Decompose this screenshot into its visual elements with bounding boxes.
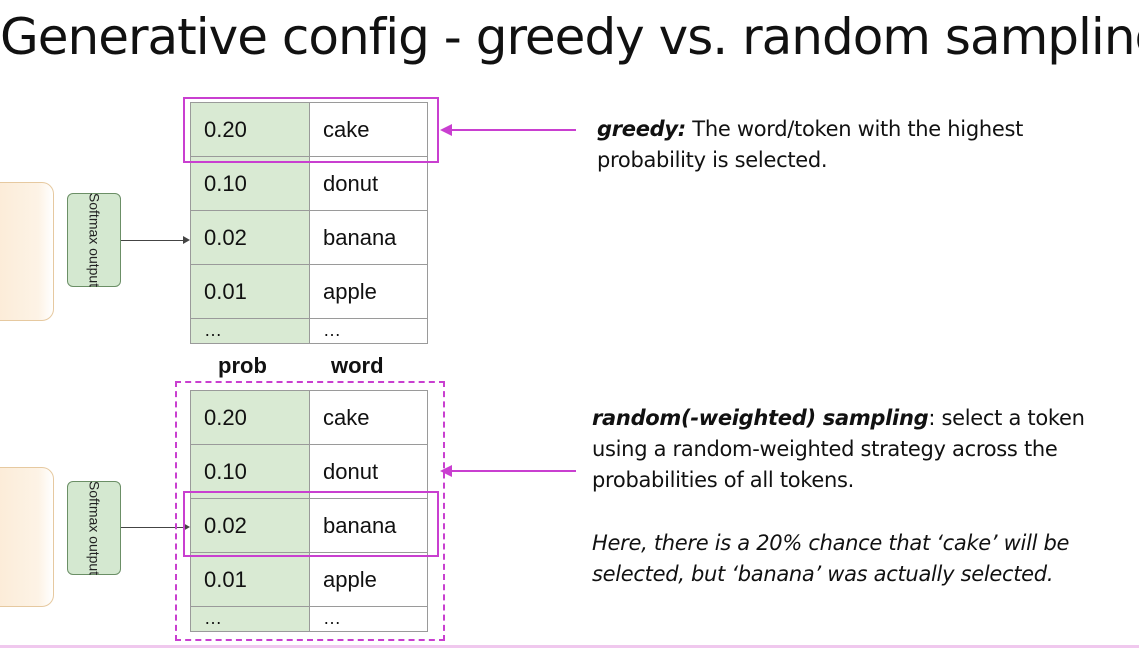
random-example-note: Here, there is a 20% chance that ‘cake’ … — [592, 528, 1092, 590]
word-column-header: word — [331, 353, 384, 378]
slide-title: Generative config - greedy vs. random sa… — [0, 8, 1139, 66]
word-cell: cake — [310, 103, 427, 156]
prob-cell: 0.01 — [191, 553, 310, 606]
table-row-ellipsis: … … — [190, 318, 428, 344]
prob-cell: 0.20 — [191, 103, 310, 156]
prob-cell: 0.02 — [191, 211, 310, 264]
connector-top-arrowhead — [183, 236, 190, 244]
word-cell: … — [310, 319, 427, 343]
table-row: 0.10 donut — [190, 444, 428, 498]
word-cell: apple — [310, 265, 427, 318]
table-row-ellipsis: … … — [190, 606, 428, 632]
table-row: 0.01 apple — [190, 552, 428, 606]
softmax-output-box-bottom: Softmax output — [67, 481, 121, 575]
word-cell: banana — [310, 211, 427, 264]
greedy-term: greedy: — [597, 117, 686, 141]
random-pointer-line — [450, 470, 576, 472]
random-sampling-table: 0.20 cake 0.10 donut 0.02 banana 0.01 ap… — [190, 390, 428, 632]
greedy-pointer-line — [450, 129, 576, 131]
prob-column-header: prob — [218, 353, 267, 378]
greedy-pointer-arrowhead — [440, 124, 452, 136]
connector-top — [121, 240, 183, 241]
model-output-block-bottom — [0, 467, 54, 607]
table-row: 0.02 banana — [190, 210, 428, 264]
random-sampling-dashed-outline — [175, 381, 445, 641]
prob-cell: 0.02 — [191, 499, 310, 552]
greedy-description: greedy: The word/token with the highest … — [597, 114, 1067, 176]
connector-bottom — [121, 527, 183, 528]
table-row: 0.01 apple — [190, 264, 428, 318]
word-cell: donut — [310, 157, 427, 210]
prob-cell: 0.01 — [191, 265, 310, 318]
bottom-accent-bar — [0, 645, 1139, 648]
model-output-block-top — [0, 182, 54, 321]
table-row: 0.10 donut — [190, 156, 428, 210]
softmax-label-top: Softmax output — [86, 192, 103, 288]
random-term: random(-weighted) sampling — [592, 406, 929, 430]
greedy-table: 0.20 cake 0.10 donut 0.02 banana 0.01 ap… — [190, 102, 428, 344]
connector-bottom-arrowhead — [183, 523, 190, 531]
random-pointer-arrowhead — [440, 465, 452, 477]
random-description: random(-weighted) sampling: select a tok… — [592, 403, 1092, 496]
prob-cell: 0.20 — [191, 391, 310, 444]
word-cell: cake — [310, 391, 427, 444]
softmax-output-box-top: Softmax output — [67, 193, 121, 287]
prob-cell: … — [191, 319, 310, 343]
table-row: 0.20 cake — [190, 390, 428, 444]
word-cell: … — [310, 607, 427, 631]
word-cell: apple — [310, 553, 427, 606]
softmax-label-bottom: Softmax output — [86, 480, 103, 576]
random-note-text: Here, there is a 20% chance that ‘cake’ … — [592, 531, 1070, 586]
random-selection-highlight — [183, 491, 439, 557]
word-cell: banana — [310, 499, 427, 552]
greedy-text: The word/token with the highest probabil… — [597, 117, 1024, 172]
table-row: 0.20 cake — [190, 102, 428, 156]
prob-cell: … — [191, 607, 310, 631]
prob-cell: 0.10 — [191, 157, 310, 210]
word-cell: donut — [310, 445, 427, 498]
greedy-selection-highlight — [183, 97, 439, 163]
table-row: 0.02 banana — [190, 498, 428, 552]
prob-cell: 0.10 — [191, 445, 310, 498]
random-text: : select a token using a random-weighted… — [592, 406, 1085, 492]
